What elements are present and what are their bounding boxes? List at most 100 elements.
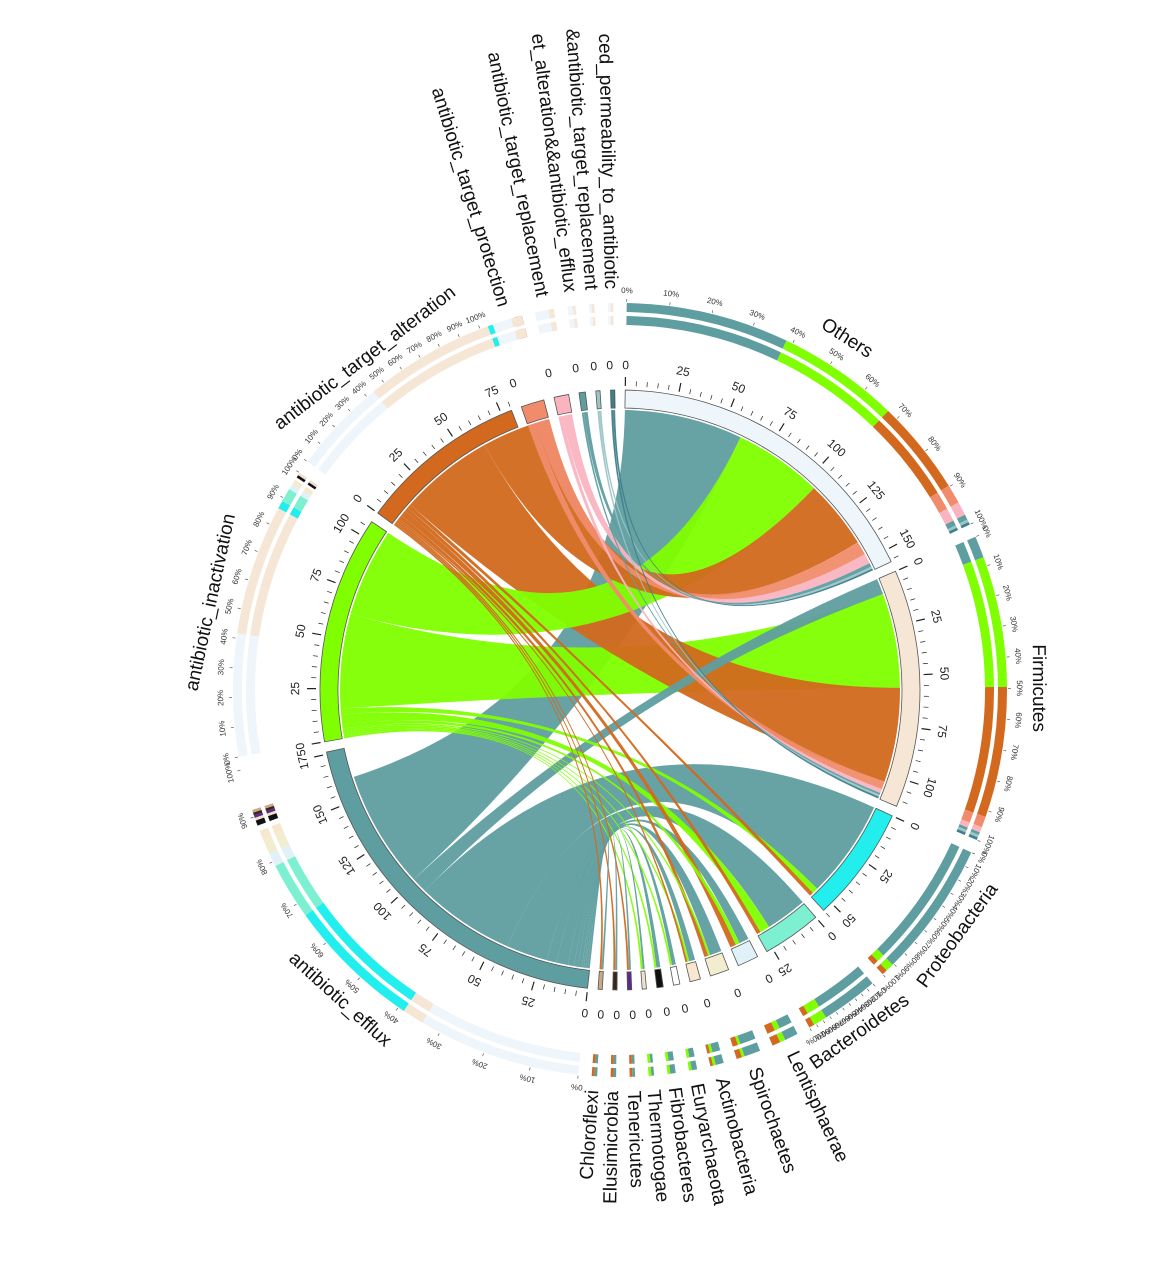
- percent-tick-label: 50%: [223, 598, 235, 616]
- percent-ring-segment: [733, 1048, 742, 1059]
- percent-tick: [364, 393, 367, 397]
- tick-label: 25: [675, 363, 691, 379]
- percent-tick: [250, 816, 254, 819]
- percent-ring-segment: [264, 803, 274, 809]
- tick-label: 0: [680, 1001, 690, 1016]
- tick-mark: [327, 590, 333, 594]
- percent-ring-segment: [973, 813, 986, 828]
- percent-ring-segment: [708, 1056, 714, 1067]
- tick-mark: [391, 481, 396, 486]
- percent-ring-segment: [961, 809, 974, 823]
- percent-tick-label: 90%: [265, 483, 281, 501]
- percent-ring-segment: [487, 324, 496, 335]
- tick-label: 0: [581, 1006, 589, 1021]
- tick-mark: [801, 933, 805, 939]
- percent-ring-segment: [588, 304, 593, 314]
- percent-ring-segment: [422, 1015, 580, 1075]
- tick-mark: [320, 612, 326, 615]
- percent-ring-segment: [960, 522, 970, 529]
- tick-label: 0: [825, 929, 839, 944]
- percent-ring-segment: [262, 835, 278, 854]
- sector-antibiotic-target-protection: [520, 399, 549, 425]
- tick-mark: [366, 863, 371, 867]
- percent-ring-segment: [881, 410, 949, 491]
- tick-mark: [348, 835, 354, 839]
- sector-euryarchaeota: [669, 965, 681, 986]
- percent-ring-segment: [269, 849, 284, 867]
- tick-label: 25: [775, 960, 794, 979]
- tick-label: 50: [465, 971, 483, 990]
- tick-mark: [344, 550, 349, 554]
- tick-mark: [845, 482, 850, 487]
- sector-fibrobacteres: [654, 968, 664, 989]
- percent-tick: [896, 416, 900, 419]
- percent-ring-segment: [948, 527, 959, 534]
- tick-mark: [351, 528, 360, 535]
- percent-tick-label: 100%: [223, 762, 236, 784]
- tick-mark: [740, 406, 744, 412]
- percent-ring-segment: [296, 475, 306, 483]
- sector-antibiotic-efflux: [326, 747, 590, 989]
- percent-ring-segment: [705, 1044, 710, 1054]
- tick-mark: [921, 652, 927, 654]
- percent-tick-label: 90%: [993, 806, 1007, 824]
- percent-ring-segment: [930, 492, 948, 514]
- tick-label: 50: [730, 379, 748, 397]
- sector-firmicutes: [878, 570, 921, 807]
- percent-ring-segment: [252, 809, 263, 816]
- tick-label: 25: [928, 608, 945, 624]
- percent-ring-segment: [292, 482, 302, 490]
- tick-mark: [312, 655, 318, 657]
- percent-ring-segment: [814, 966, 865, 1007]
- tick-mark: [830, 466, 835, 472]
- tick-mark: [343, 826, 349, 829]
- tick-label: 100: [920, 776, 939, 800]
- tick-mark: [372, 872, 377, 876]
- tick-mark: [440, 438, 444, 443]
- tick-label: 175: [294, 748, 312, 771]
- percent-ring-segment: [776, 1031, 786, 1043]
- percent-ring-segment: [289, 484, 300, 494]
- percent-tick: [296, 470, 300, 473]
- tick-label: 25: [876, 867, 895, 886]
- percent-tick: [478, 325, 480, 329]
- percent-ring-segment: [969, 831, 979, 838]
- percent-tick: [829, 1016, 832, 1020]
- tick-label: 75: [934, 724, 950, 739]
- tick-mark: [783, 945, 787, 951]
- tick-label: 0: [702, 995, 712, 1010]
- tick-mark: [414, 458, 419, 463]
- percent-ring-segment: [650, 1066, 655, 1076]
- percent-tick-label: 30%: [216, 659, 226, 676]
- percent-tick-label: 40%: [219, 628, 230, 645]
- percent-tick-label: 90%: [952, 471, 968, 489]
- percent-ring-segment: [275, 861, 313, 916]
- percent-ring-segment: [626, 303, 787, 349]
- percent-ring-segment: [809, 1009, 827, 1025]
- tick-mark: [919, 738, 925, 741]
- percent-tick-label: 40%: [1013, 648, 1023, 665]
- percent-ring-segment: [867, 954, 878, 965]
- percent-tick-label: 0%: [221, 753, 232, 766]
- tick-mark: [443, 939, 447, 944]
- tick-mark: [920, 641, 926, 643]
- percent-tick-label: 10%: [663, 288, 680, 299]
- tick-label: 150: [310, 802, 331, 826]
- tick-label: 100: [330, 511, 352, 536]
- percent-tick-label: 10%: [303, 427, 320, 445]
- tick-label: 0: [907, 820, 923, 832]
- percent-ring-segment: [591, 303, 595, 314]
- percent-tick-label: 80%: [254, 858, 269, 876]
- tick-label: 0: [590, 359, 598, 374]
- percent-tick-label: 50%: [1015, 680, 1024, 696]
- ribbon-others-to-antibiotic-efflux: [353, 410, 741, 880]
- tick-mark: [495, 402, 501, 411]
- percent-ring-segment: [710, 1041, 721, 1053]
- tick-label: 0: [629, 1007, 637, 1021]
- tick-mark: [318, 622, 324, 625]
- percent-ring-segment: [805, 1016, 815, 1028]
- percent-tick: [293, 903, 297, 907]
- percent-tick: [332, 424, 335, 428]
- tick-mark: [312, 720, 318, 722]
- tick-mark: [773, 951, 780, 960]
